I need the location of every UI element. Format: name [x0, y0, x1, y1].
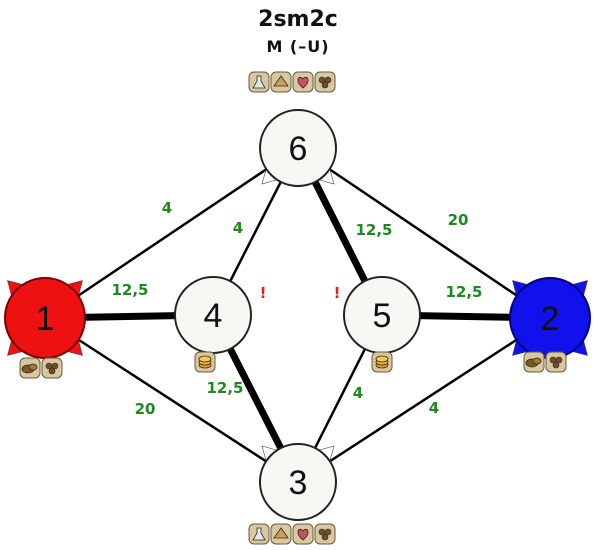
- ore-icon: [19, 357, 41, 379]
- resource-icons-node-1: [19, 357, 63, 379]
- flask-icon: [248, 71, 270, 93]
- node-label: 4: [204, 297, 223, 335]
- diagram-title: 2sm2c: [258, 7, 338, 32]
- coins-icon: [194, 351, 216, 373]
- ore-icon: [523, 351, 545, 373]
- edge-label-4-6: 4: [233, 219, 243, 237]
- node-circle[interactable]: [259, 443, 337, 521]
- edge-label-1-6: 4: [162, 199, 172, 217]
- edge-1-3: [43, 316, 300, 484]
- edge-label-6-2: 20: [448, 211, 469, 229]
- edge-label-1-3: 20: [135, 400, 156, 418]
- alert-marker: !: [334, 284, 341, 302]
- resource-icons-node-5: [371, 351, 393, 373]
- edge-label-3-2: 4: [429, 399, 439, 417]
- edge-label-5-6: 12,5: [355, 221, 392, 239]
- edge-label-4-3: 12,5: [206, 379, 243, 397]
- edge-3-2: [296, 316, 552, 484]
- node-6[interactable]: 6: [259, 109, 337, 187]
- resource-icons-layer: [19, 71, 567, 545]
- node-3[interactable]: 3: [259, 443, 337, 521]
- grain-icon: [314, 71, 336, 93]
- edge-label-5-2: 12,5: [445, 283, 482, 301]
- resource-icons-node-2: [523, 351, 567, 373]
- coins-icon: [371, 351, 393, 373]
- node-label: 1: [36, 300, 55, 338]
- cloth-icon: [270, 71, 292, 93]
- grain-icon: [41, 357, 63, 379]
- node-1[interactable]: 1: [4, 277, 86, 359]
- edge-1-6: [43, 146, 300, 320]
- resource-icons-node-6: [248, 71, 336, 93]
- node-5[interactable]: 5: [343, 276, 421, 354]
- node-label: 2: [541, 300, 560, 338]
- node-label: 5: [373, 297, 392, 335]
- heart-icon: [292, 523, 314, 545]
- resource-icons-node-3: [248, 523, 336, 545]
- heart-icon: [292, 71, 314, 93]
- resource-icons-node-4: [194, 351, 216, 373]
- edge-label-5-3: 4: [353, 384, 363, 402]
- grain-icon: [314, 523, 336, 545]
- cloth-icon: [270, 523, 292, 545]
- node-label: 6: [289, 130, 308, 168]
- nodes-layer: 1 2 3 4 5 6: [4, 109, 591, 521]
- alert-marker: !: [260, 284, 267, 302]
- edge-6-2: [296, 146, 552, 320]
- diagram-subtitle: M (–U): [266, 37, 329, 56]
- flask-icon: [248, 523, 270, 545]
- edges-layer: [41, 144, 554, 486]
- node-circle[interactable]: [259, 109, 337, 187]
- node-label: 3: [289, 464, 308, 502]
- grain-icon: [545, 351, 567, 373]
- edge-labels-layer: 4 12,5 20 4 12,5 12,5 4 12,5 20 4!!: [111, 199, 482, 418]
- node-2[interactable]: 2: [509, 277, 591, 359]
- node-4[interactable]: 4: [174, 276, 252, 354]
- edge-label-1-4: 12,5: [111, 281, 148, 299]
